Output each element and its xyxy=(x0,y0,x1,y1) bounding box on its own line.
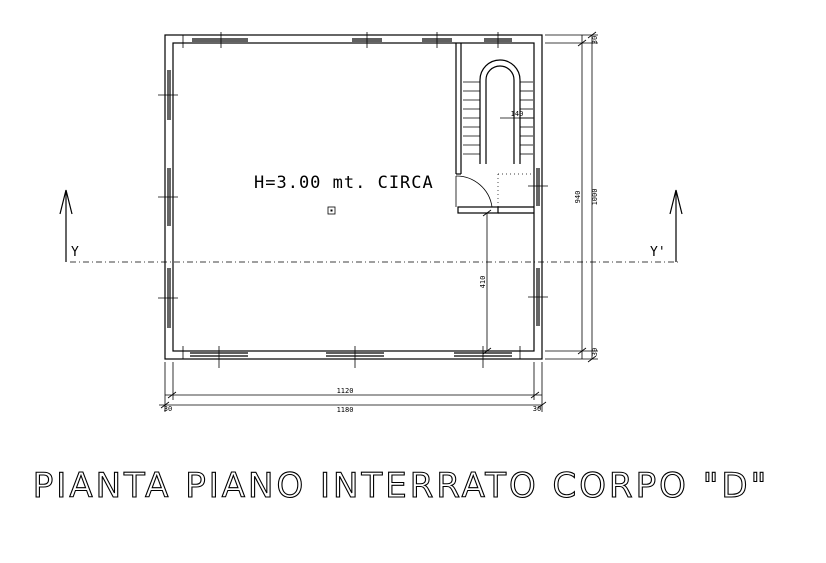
section-mark-right: Y' xyxy=(650,245,666,260)
dim-bottom-wall: 30 xyxy=(591,348,599,356)
section-mark-left: Y xyxy=(71,245,79,260)
dim-outer-height: 1000 xyxy=(591,189,599,206)
horizontal-dimensions xyxy=(159,362,547,412)
section-line xyxy=(59,189,683,263)
dim-top-wall: 30 xyxy=(591,36,599,44)
dim-partition-offset: 410 xyxy=(479,276,487,289)
dim-inner-height: 940 xyxy=(574,191,582,204)
center-marker xyxy=(327,206,336,215)
height-note: H=3.00 mt. CIRCA xyxy=(254,173,434,193)
bottom-windows xyxy=(182,346,521,368)
dim-left-wall: 30 xyxy=(164,405,172,413)
dim-stair-width: 140 xyxy=(511,110,524,118)
dim-inner-width: 1120 xyxy=(337,387,354,395)
dim-outer-width: 1180 xyxy=(337,406,354,414)
top-windows xyxy=(182,32,512,48)
right-windows xyxy=(528,168,548,326)
left-windows xyxy=(158,70,178,328)
vertical-dimensions xyxy=(482,31,598,363)
dim-right-wall: 30 xyxy=(533,405,541,413)
drawing-title: PIANTA PIANO INTERRATO CORPO "D" xyxy=(33,466,769,506)
stair-core xyxy=(455,43,534,214)
